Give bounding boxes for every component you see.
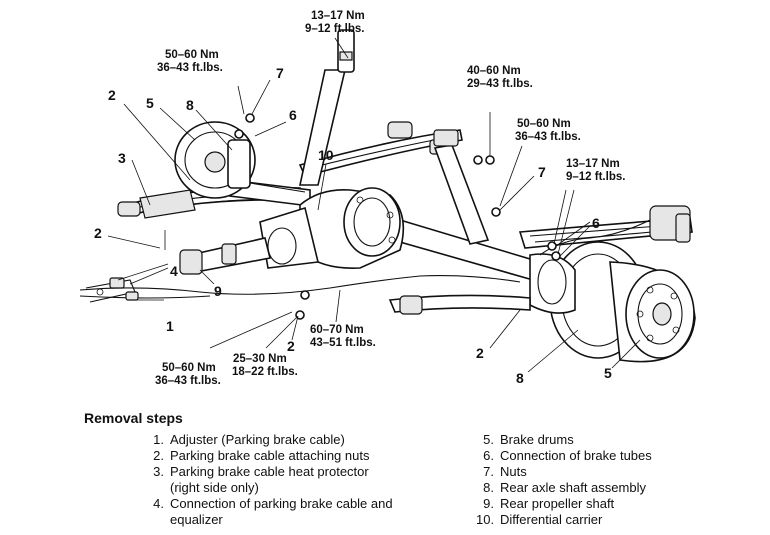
- callout-8: 8: [186, 97, 194, 113]
- step-number: 7.: [483, 464, 494, 479]
- callout-7: 7: [276, 65, 284, 81]
- step-number: 9.: [483, 496, 494, 511]
- removal-steps-title: Removal steps: [84, 410, 183, 426]
- callout-7: 7: [538, 164, 546, 180]
- step-text: Parking brake cable heat protector (righ…: [170, 464, 446, 496]
- step-number: 3.: [153, 464, 164, 479]
- step-number: 5.: [483, 432, 494, 447]
- step-number: 2.: [153, 448, 164, 463]
- callout-5: 5: [146, 95, 154, 111]
- right-shock-absorber: [433, 129, 490, 245]
- equalizer-adjuster: [85, 277, 139, 303]
- callout-3: 3: [118, 150, 126, 166]
- step-text: Differential carrier: [500, 512, 603, 527]
- removal-step: 8. Rear axle shaft assembly: [476, 480, 736, 496]
- removal-step: 10. Differential carrier: [476, 512, 736, 528]
- callout-labels: 1 2 2 2 2 3 4 5 5 6 6 7 7 8 8 9 10: [94, 65, 612, 386]
- callout-6: 6: [592, 215, 600, 231]
- callout-2: 2: [476, 345, 484, 361]
- step-text: Connection of brake tubes: [500, 448, 652, 463]
- callout-5: 5: [604, 365, 612, 381]
- torque-upper-right-nm: 40–60 Nm: [467, 65, 521, 77]
- removal-step: 1. Adjuster (Parking brake cable): [146, 432, 446, 448]
- rear-axle-exploded-diagram: 1 2 2 2 2 3 4 5 5 6 6 7 7 8 8 9 10 13–17…: [79, 10, 696, 387]
- torque-mid-right-nm: 50–60 Nm: [517, 118, 571, 130]
- removal-step: 5. Brake drums: [476, 432, 736, 448]
- callout-8: 8: [516, 370, 524, 386]
- torque-top-ftlb: 9–12 ft.lbs.: [305, 23, 364, 35]
- leader-lines: [107, 37, 641, 373]
- left-shock-absorber: [299, 29, 355, 186]
- removal-step: 4. Connection of parking brake cable and…: [146, 496, 446, 528]
- step-text: Nuts: [500, 464, 527, 479]
- step-number: 6.: [483, 448, 494, 463]
- callout-2: 2: [287, 338, 295, 354]
- removal-step: 7. Nuts: [476, 464, 736, 480]
- step-text: Rear axle shaft assembly: [500, 480, 646, 495]
- differential-carrier: [259, 187, 405, 269]
- torque-right-nm: 13–17 Nm: [566, 158, 620, 170]
- heat-protector: [139, 189, 196, 219]
- left-brake-drum: [174, 121, 256, 199]
- callout-2: 2: [108, 87, 116, 103]
- callout-4: 4: [170, 263, 178, 279]
- torque-upper-left-ftlb: 36–43 ft.lbs.: [157, 62, 223, 74]
- torque-bottom-left-ftlb: 36–43 ft.lbs.: [155, 375, 221, 387]
- torque-upper-left-nm: 50–60 Nm: [165, 49, 219, 61]
- parking-brake-cable: [79, 230, 521, 320]
- torque-right-ftlb: 9–12 ft.lbs.: [566, 171, 625, 183]
- nuts: [234, 113, 495, 165]
- removal-steps-right: 5. Brake drums 6. Connection of brake tu…: [476, 432, 736, 528]
- removal-steps-left: 1. Adjuster (Parking brake cable) 2. Par…: [146, 432, 446, 528]
- torque-specs: 13–17 Nm 9–12 ft.lbs. 50–60 Nm 36–43 ft.…: [155, 10, 625, 387]
- step-text: Parking brake cable attaching nuts: [170, 448, 370, 463]
- removal-step: 6. Connection of brake tubes: [476, 448, 736, 464]
- removal-step: 9. Rear propeller shaft: [476, 496, 736, 512]
- callout-6: 6: [289, 107, 297, 123]
- removal-step: 2. Parking brake cable attaching nuts: [146, 448, 446, 464]
- rear-axle-shaft: [529, 253, 576, 314]
- removal-step: 3. Parking brake cable heat protector (r…: [146, 464, 446, 496]
- torque-bottom-center-ftlb: 18–22 ft.lbs.: [232, 366, 298, 378]
- step-text: Connection of parking brake cable and eq…: [170, 496, 446, 528]
- torque-bottom-right-nm: 60–70 Nm: [310, 324, 364, 336]
- step-text-line: Connection of parking brake cable and: [170, 496, 393, 511]
- step-text: Brake drums: [500, 432, 574, 447]
- torque-bottom-right-ftlb: 43–51 ft.lbs.: [310, 337, 376, 349]
- callout-9: 9: [214, 283, 222, 299]
- step-text-line: Parking brake cable heat protector: [170, 464, 369, 479]
- callout-1: 1: [166, 318, 174, 334]
- propeller-shaft: [179, 237, 271, 275]
- callout-10: 10: [318, 147, 334, 163]
- torque-bottom-left-nm: 50–60 Nm: [162, 362, 216, 374]
- step-text: Adjuster (Parking brake cable): [170, 432, 345, 447]
- step-number: 1.: [153, 432, 164, 447]
- torque-bottom-center-nm: 25–30 Nm: [233, 353, 287, 365]
- torque-top-nm: 13–17 Nm: [311, 10, 365, 22]
- step-text: Rear propeller shaft: [500, 496, 615, 511]
- callout-2: 2: [94, 225, 102, 241]
- step-number: 4.: [153, 496, 164, 511]
- step-text-line: (right side only): [170, 480, 259, 495]
- step-number: 10.: [476, 512, 495, 527]
- axle-illustration: [79, 29, 696, 363]
- step-number: 8.: [483, 480, 494, 495]
- step-text-line: equalizer: [170, 512, 223, 527]
- lower-leaf-spring: [388, 294, 531, 315]
- torque-mid-right-ftlb: 36–43 ft.lbs.: [515, 131, 581, 143]
- right-leaf-spring: [518, 205, 693, 249]
- torque-upper-right-ftlb: 29–43 ft.lbs.: [467, 78, 533, 90]
